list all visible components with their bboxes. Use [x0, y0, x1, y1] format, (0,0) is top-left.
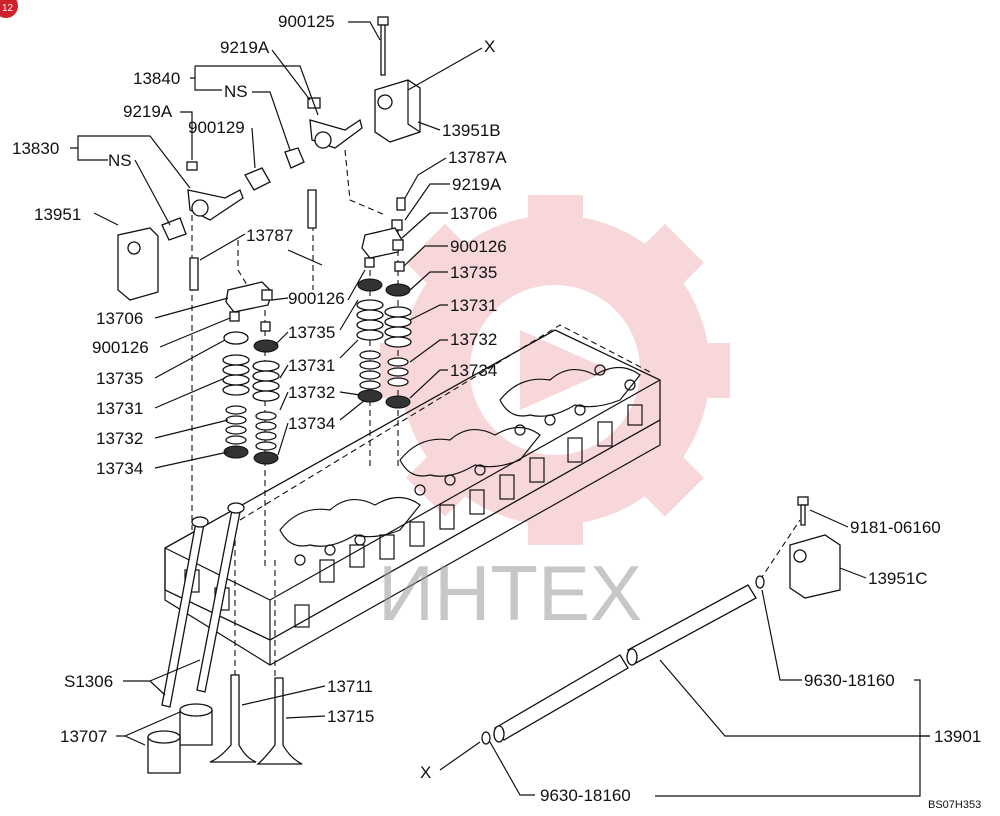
label-13840: 13840: [133, 69, 180, 88]
label-9219a-right: 9219A: [452, 175, 502, 194]
label-ns-top: NS: [224, 82, 248, 101]
label-13715: 13715: [327, 707, 374, 726]
label-13951c: 13951C: [868, 569, 928, 588]
drawing-code: BS07H353: [928, 799, 981, 811]
label-13732-mid: 13732: [288, 383, 335, 402]
part-labels: 900125 X 9219A 13840 NS 9219A 900129 139…: [12, 12, 981, 811]
label-13735-right: 13735: [450, 263, 497, 282]
label-13734-right: 13734: [450, 361, 497, 380]
label-13734-left: 13734: [96, 459, 143, 478]
watermark-text: ИНТЕХ: [378, 549, 642, 637]
label-13732-right: 13732: [450, 330, 497, 349]
rocker-assembly-left: [117, 161, 317, 313]
label-13711: 13711: [327, 677, 373, 696]
label-900126-left: 900126: [92, 338, 149, 357]
corner-badge-text: 12: [2, 3, 14, 14]
label-900125: 900125: [278, 12, 335, 31]
label-13706-left: 13706: [96, 309, 143, 328]
label-13951b: 13951B: [442, 121, 501, 140]
label-9219a-left: 9219A: [123, 102, 173, 121]
corner-badge: 12: [0, 0, 18, 18]
label-9219a-top: 9219A: [220, 38, 270, 57]
label-9630-18160-bottom: 9630-18160: [540, 786, 631, 805]
label-900126-right: 900126: [450, 237, 507, 256]
label-13735-mid: 13735: [288, 323, 335, 342]
label-13706-right: 13706: [450, 204, 497, 223]
label-13735-left: 13735: [96, 369, 143, 388]
label-s1306: S1306: [64, 672, 113, 691]
label-13951: 13951: [34, 205, 81, 224]
label-13734-mid: 13734: [288, 414, 335, 433]
label-9181-06160: 9181-06160: [850, 518, 941, 537]
label-13731-mid: 13731: [288, 356, 335, 375]
label-13732-left: 13732: [96, 429, 143, 448]
label-13787: 13787: [246, 226, 293, 245]
label-ns-left: NS: [108, 151, 132, 170]
label-13901: 13901: [934, 727, 981, 746]
label-13707: 13707: [60, 727, 107, 746]
label-13731-right: 13731: [450, 296, 497, 315]
label-900126-mid: 900126: [288, 289, 345, 308]
label-13731-left: 13731: [96, 399, 143, 418]
rocker-shaft-assembly: [481, 496, 841, 745]
label-13830: 13830: [12, 139, 59, 158]
valves-and-rods: [147, 502, 303, 774]
label-900129: 900129: [188, 118, 245, 137]
label-13787a: 13787A: [448, 148, 507, 167]
label-9630-18160-top: 9630-18160: [804, 671, 895, 690]
label-x-top: X: [484, 37, 495, 56]
valve-spring-stacks: [222, 257, 412, 465]
leader-lines: [70, 21, 930, 797]
watermark-gear-icon: [380, 195, 730, 545]
rocker-assembly-right: [244, 16, 421, 272]
label-x-bottom: X: [420, 763, 431, 782]
